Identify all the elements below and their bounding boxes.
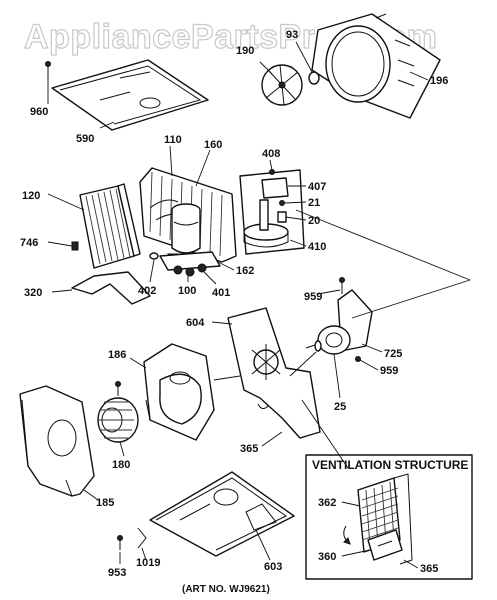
label-110: 110 <box>164 134 182 146</box>
label-21: 21 <box>308 197 320 209</box>
label-959-lower: 959 <box>380 365 398 377</box>
front-duct-185 <box>19 385 95 497</box>
label-162: 162 <box>236 265 254 277</box>
label-407: 407 <box>308 181 326 193</box>
vent-arrow <box>343 525 351 545</box>
clip-746 <box>71 241 79 251</box>
grommet-401 <box>197 263 207 273</box>
label-604: 604 <box>186 317 205 329</box>
partition-panel-604 <box>227 307 321 439</box>
inset-title: VENTILATION STRUCTURE <box>312 458 468 472</box>
label-365-inset: 365 <box>420 563 438 575</box>
label-185: 185 <box>96 497 114 509</box>
label-20: 20 <box>308 215 320 227</box>
blower-scroll-186 <box>143 343 215 441</box>
blower-wheel-180 <box>97 397 139 443</box>
fan-shroud-196 <box>311 13 441 119</box>
label-959-upper: 959 <box>304 291 322 303</box>
capacitor-407 <box>261 169 289 199</box>
label-725: 725 <box>384 348 402 360</box>
ventilation-inset: VENTILATION STRUCTURE <box>305 454 473 580</box>
label-100: 100 <box>178 285 196 297</box>
overload-20 <box>277 211 287 223</box>
label-360: 360 <box>318 551 336 563</box>
clip-1019 <box>137 527 147 549</box>
label-410: 410 <box>308 241 326 253</box>
top-cover-590 <box>51 59 209 131</box>
label-590: 590 <box>76 133 94 145</box>
drain-tray-320 <box>71 271 151 305</box>
label-408: 408 <box>262 148 280 160</box>
label-746: 746 <box>20 237 38 249</box>
label-120: 120 <box>22 190 40 202</box>
terminal-21 <box>279 200 285 206</box>
part-number-labels: 960 590 190 93 196 110 160 408 407 120 2… <box>20 29 448 579</box>
label-960: 960 <box>30 106 48 118</box>
evaporator-coil-120 <box>79 183 141 269</box>
base-pan-603 <box>149 471 295 557</box>
label-953: 953 <box>108 567 126 579</box>
fan-motor-725 <box>305 289 373 355</box>
label-401: 401 <box>212 287 230 299</box>
compressor-base-162 <box>159 251 221 271</box>
art-number: (ART NO. WJ9621) <box>182 584 270 595</box>
leader-lines <box>47 41 471 569</box>
label-25: 25 <box>334 401 346 413</box>
screw-blower <box>115 381 121 396</box>
label-1019: 1019 <box>136 557 160 569</box>
washer-25 <box>314 340 322 352</box>
vent-lever-360 <box>367 529 403 561</box>
screw-959-lower <box>355 356 361 362</box>
label-190: 190 <box>236 45 254 57</box>
nut-93 <box>308 71 320 85</box>
grommet-402 <box>149 252 159 260</box>
label-603: 603 <box>264 561 282 573</box>
label-402: 402 <box>138 285 156 297</box>
screw-960 <box>45 61 51 80</box>
label-93: 93 <box>286 29 298 41</box>
label-365-main: 365 <box>240 443 258 455</box>
condenser-fan-190 <box>261 64 303 106</box>
grommet-100 <box>173 265 195 277</box>
label-180: 180 <box>112 459 130 471</box>
label-362: 362 <box>318 497 336 509</box>
label-196: 196 <box>430 75 448 87</box>
screw-959-upper <box>339 277 345 294</box>
screw-953 <box>117 535 123 550</box>
label-320: 320 <box>24 287 42 299</box>
label-186: 186 <box>108 349 126 361</box>
label-160: 160 <box>204 139 222 151</box>
